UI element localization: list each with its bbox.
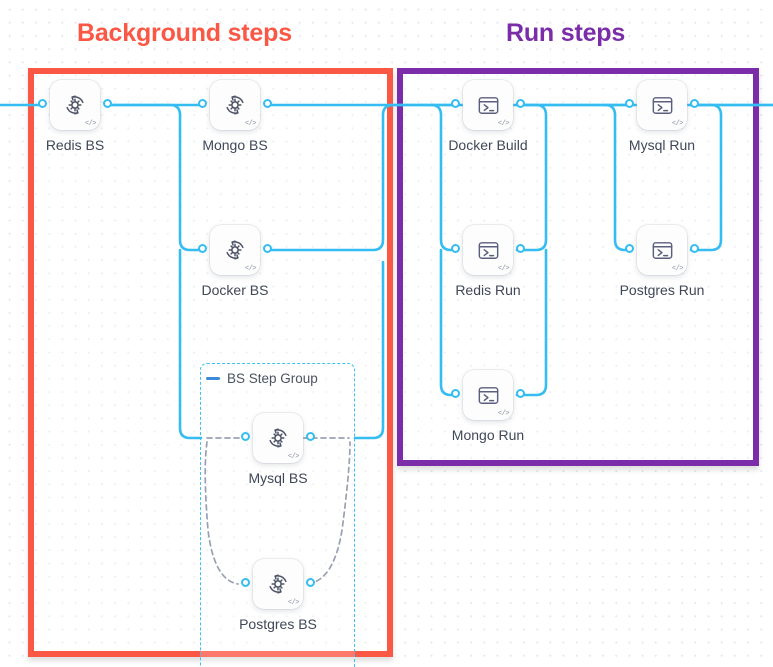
port-in-mongo-bs[interactable]: [198, 99, 207, 108]
port-out-docker-bs[interactable]: [263, 244, 272, 253]
node-label-mysql-run: Mysql Run: [628, 137, 696, 153]
code-badge-icon: </>: [497, 120, 510, 128]
port-in-mysql-bs[interactable]: [241, 432, 250, 441]
node-mongo-run[interactable]: </> Mongo Run: [451, 370, 525, 443]
port-out-docker-build[interactable]: [516, 99, 525, 108]
code-badge-icon: </>: [497, 410, 510, 418]
node-redis-run-card[interactable]: </>: [463, 225, 513, 275]
port-out-postgres-bs[interactable]: [306, 578, 315, 587]
gear-sync-icon: [269, 574, 287, 594]
node-label-mongo-run: Mongo Run: [451, 427, 525, 443]
code-badge-icon: </>: [84, 120, 97, 128]
port-out-mysql-run[interactable]: [690, 99, 699, 108]
node-redis-bs[interactable]: </> Redis BS: [38, 80, 112, 153]
gear-sync-icon: [66, 95, 84, 115]
background-steps-title: Background steps: [77, 19, 292, 47]
node-postgres-run-card[interactable]: </>: [637, 225, 687, 275]
node-mysql-bs[interactable]: </> Mysql BS: [241, 413, 315, 486]
code-badge-icon: </>: [287, 453, 300, 461]
node-label-mysql-bs: Mysql BS: [248, 470, 308, 486]
node-mysql-bs-card[interactable]: </>: [253, 413, 303, 463]
node-docker-build[interactable]: </> Docker Build: [448, 80, 528, 153]
code-badge-icon: </>: [244, 265, 257, 273]
node-docker-bs-card[interactable]: </>: [210, 225, 260, 275]
terminal-icon: [478, 96, 498, 114]
port-out-mongo-bs[interactable]: [263, 99, 272, 108]
bs-step-group-header: BS Step Group: [206, 371, 318, 386]
port-in-postgres-run[interactable]: [625, 244, 634, 253]
port-out-mysql-bs[interactable]: [306, 432, 315, 441]
edge-docker-out: [265, 103, 395, 252]
edge-redisrun-to-mongorun: [515, 248, 548, 397]
edge-rail-to-mongorun: [439, 248, 453, 397]
terminal-icon: [478, 386, 498, 404]
code-badge-icon: </>: [671, 120, 684, 128]
node-label-postgres-bs: Postgres BS: [239, 616, 317, 632]
gear-sync-icon: [226, 95, 244, 115]
gear-sync-icon: [226, 240, 244, 260]
node-label-docker-build: Docker Build: [448, 137, 528, 153]
terminal-icon: [652, 241, 672, 259]
gear-sync-icon: [269, 428, 287, 448]
port-in-mysql-run[interactable]: [625, 99, 634, 108]
node-docker-build-card[interactable]: </>: [463, 80, 513, 130]
node-mongo-bs-card[interactable]: </>: [210, 80, 260, 130]
bs-step-group-label: BS Step Group: [227, 371, 318, 386]
run-steps-frame: [397, 68, 759, 466]
background-steps-frame: [28, 68, 393, 657]
port-in-redis-bs[interactable]: [38, 99, 47, 108]
run-steps-title: Run steps: [506, 19, 626, 47]
node-mongo-bs[interactable]: </> Mongo BS: [198, 80, 272, 153]
node-label-mongo-bs: Mongo BS: [202, 137, 268, 153]
node-postgres-bs[interactable]: </> Postgres BS: [239, 559, 317, 632]
node-postgres-run[interactable]: </> Postgres Run: [620, 225, 704, 298]
port-out-mongo-run[interactable]: [516, 389, 525, 398]
node-redis-run[interactable]: </> Redis Run: [451, 225, 525, 298]
edge-mysqlrun-to-postgresrun: [689, 103, 723, 252]
port-out-redis-bs[interactable]: [103, 99, 112, 108]
terminal-icon: [478, 241, 498, 259]
code-badge-icon: </>: [497, 265, 510, 273]
node-mongo-run-card[interactable]: </>: [463, 370, 513, 420]
code-badge-icon: </>: [671, 265, 684, 273]
port-in-redis-run[interactable]: [451, 244, 460, 253]
node-mysql-run[interactable]: </> Mysql Run: [625, 80, 699, 153]
port-in-docker-build[interactable]: [451, 99, 460, 108]
minus-icon[interactable]: [206, 377, 220, 380]
edge-redis-to-docker: [105, 103, 203, 252]
edge-dockerbuild-to-redisrun: [515, 103, 548, 252]
node-mysql-run-card[interactable]: </>: [637, 80, 687, 130]
port-in-postgres-bs[interactable]: [241, 578, 250, 587]
edge-group-out: [353, 260, 385, 440]
node-label-docker-bs: Docker BS: [201, 282, 269, 298]
node-label-redis-bs: Redis BS: [45, 137, 105, 153]
port-in-mongo-run[interactable]: [451, 389, 460, 398]
port-in-docker-bs[interactable]: [198, 244, 207, 253]
node-label-postgres-run: Postgres Run: [619, 282, 705, 298]
edge-postgres-out: [307, 441, 351, 585]
port-out-redis-run[interactable]: [516, 244, 525, 253]
node-label-redis-run: Redis Run: [455, 282, 521, 298]
terminal-icon: [652, 96, 672, 114]
edge-group-in-postgres: [204, 441, 239, 585]
node-docker-bs[interactable]: </> Docker BS: [198, 225, 272, 298]
code-badge-icon: </>: [287, 599, 300, 607]
node-redis-bs-card[interactable]: </>: [50, 80, 100, 130]
edge-rail-to-redisrun: [429, 103, 453, 252]
code-badge-icon: </>: [244, 120, 257, 128]
node-postgres-bs-card[interactable]: </>: [253, 559, 303, 609]
edge-rail-to-postgresrun: [603, 103, 627, 252]
port-out-postgres-run[interactable]: [690, 244, 699, 253]
edge-redis-to-group: [178, 248, 203, 440]
